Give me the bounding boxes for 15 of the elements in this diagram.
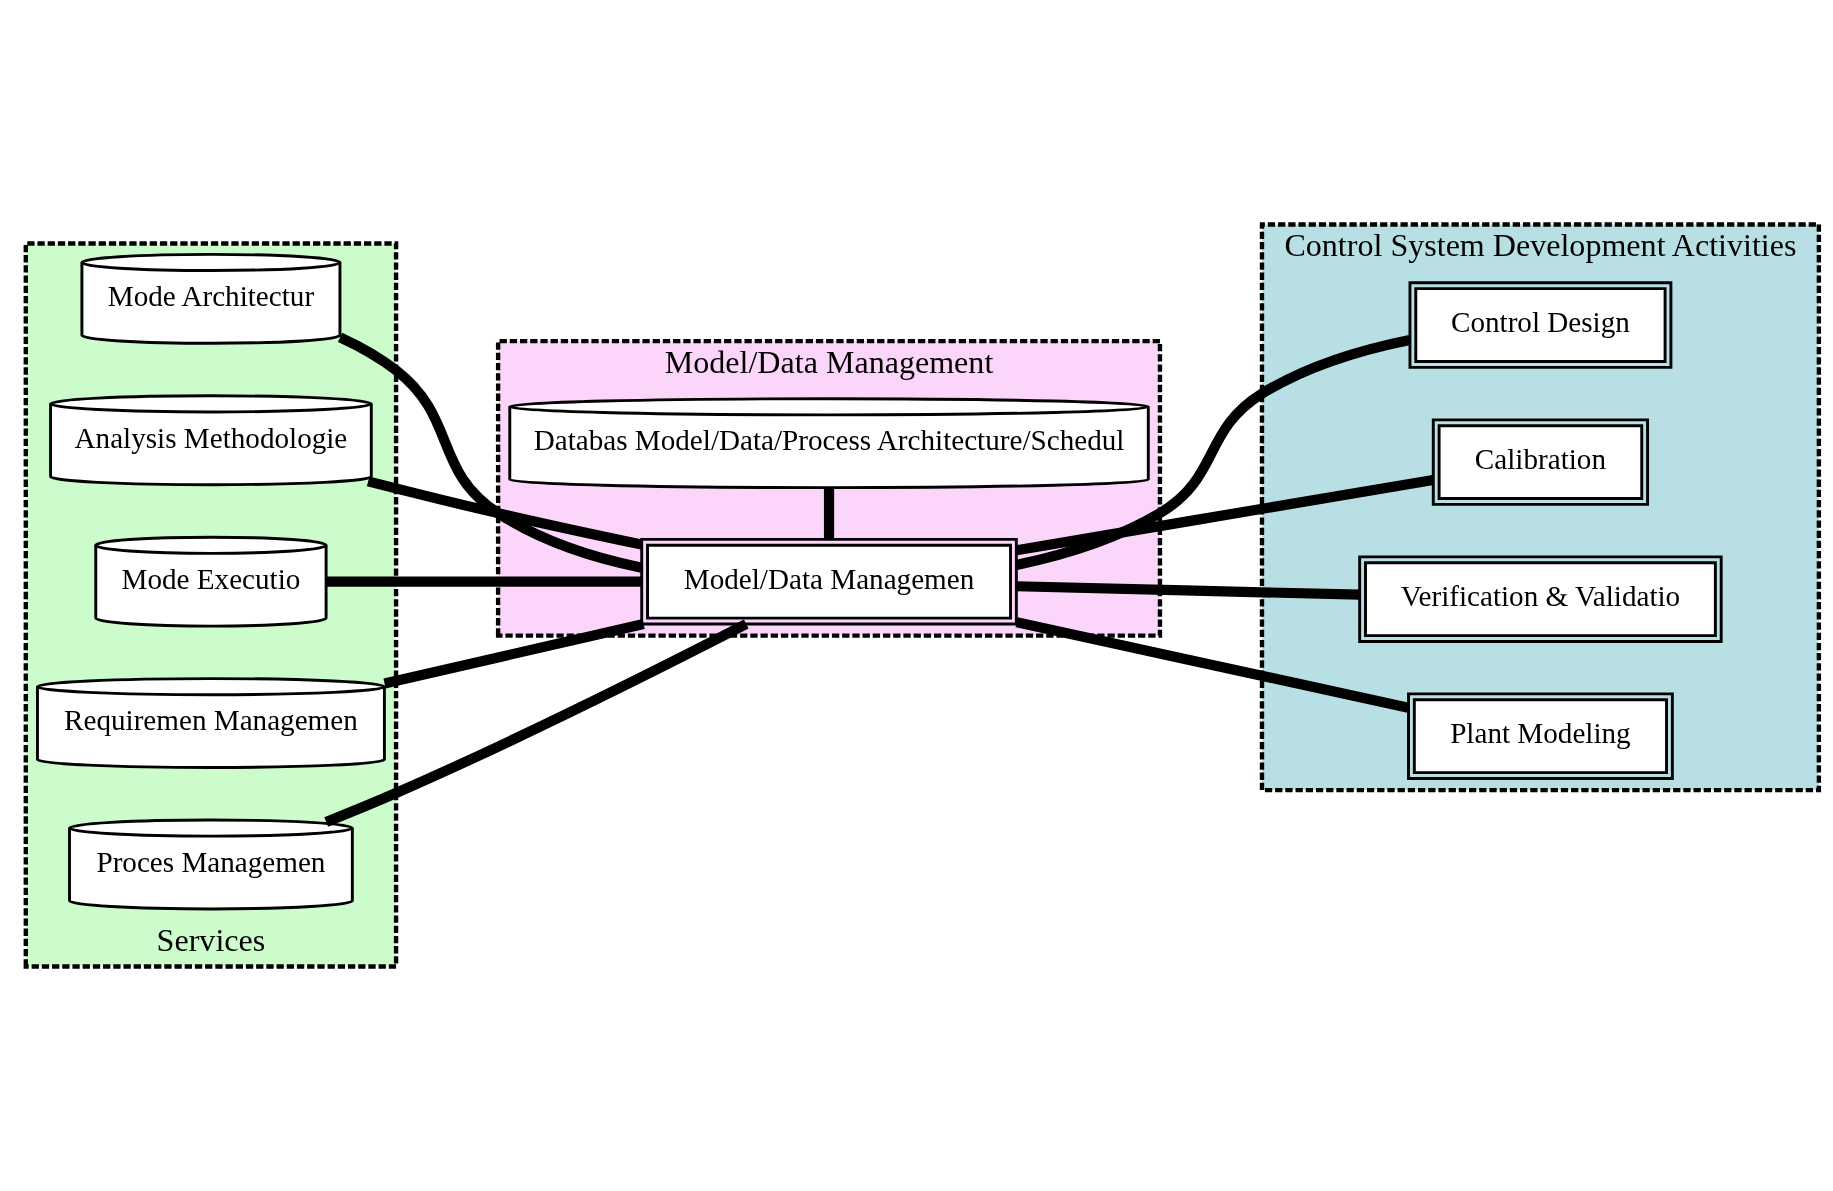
connector [1015, 474, 1434, 556]
connector [1016, 581, 1360, 600]
connector [383, 618, 645, 689]
connector [1015, 617, 1410, 713]
connector [1015, 334, 1411, 570]
connector [337, 332, 643, 573]
node-box: Calibration [1431, 418, 1650, 506]
node-box: Plant Modeling [1407, 692, 1674, 780]
node-box: Verification & Validatio [1358, 555, 1723, 643]
connector [324, 619, 749, 827]
connector [823, 487, 835, 539]
node-box: Model/Data Managemen [640, 537, 1018, 626]
node-box: Control Design [1408, 281, 1673, 369]
connector [326, 576, 642, 587]
connector [366, 476, 643, 550]
